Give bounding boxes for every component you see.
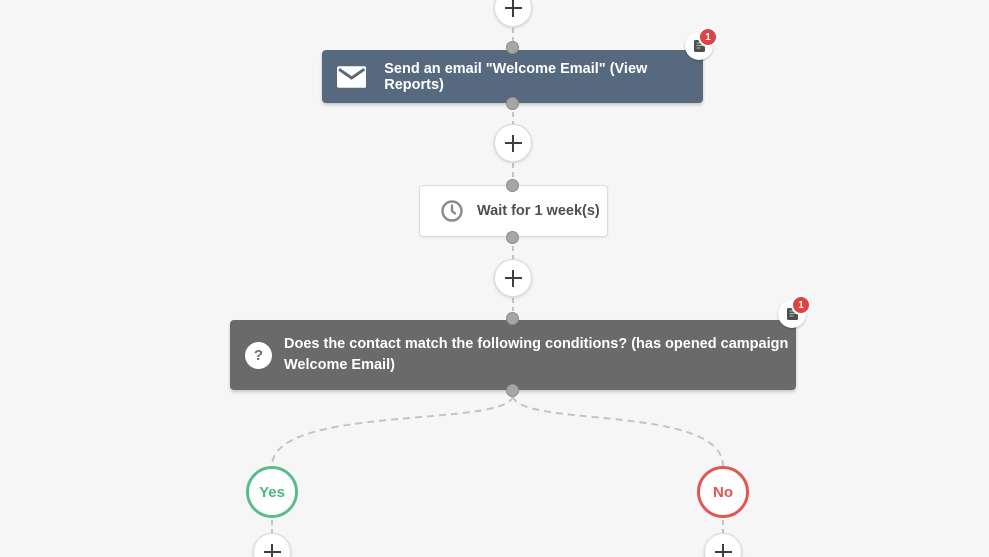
connector-dash: [512, 163, 514, 177]
branch-yes-circle: Yes: [246, 466, 298, 518]
condition-node-label: Does the contact match the following con…: [284, 336, 789, 373]
connector-dot: [506, 312, 519, 325]
connector-dash: [271, 520, 273, 533]
envelope-icon: [337, 65, 367, 88]
connector-dot: [506, 179, 519, 192]
connector-dash: [512, 298, 514, 311]
connector-dot: [506, 41, 519, 54]
add-step-button-no[interactable]: [704, 533, 742, 557]
plus-icon: [504, 134, 522, 152]
add-step-button-1[interactable]: [494, 124, 532, 162]
condition-node[interactable]: ? Does the contact match the following c…: [230, 320, 796, 390]
condition-node-badge-count[interactable]: 1: [791, 295, 811, 315]
connector-dash: [512, 246, 514, 260]
plus-icon: [714, 543, 732, 557]
clock-icon: [441, 200, 463, 222]
connector-dot: [506, 384, 519, 397]
plus-icon: [504, 269, 522, 287]
email-node-label: Send an email "Welcome Email" (View Repo…: [384, 60, 648, 93]
plus-icon: [504, 0, 522, 17]
connector-dash: [512, 112, 514, 126]
wait-node[interactable]: Wait for 1 week(s): [419, 185, 608, 237]
wait-node-label: Wait for 1 week(s): [477, 203, 600, 219]
connector-dot: [506, 231, 519, 244]
email-node[interactable]: Send an email "Welcome Email" (View Repo…: [322, 50, 703, 103]
email-node-badge-count[interactable]: 1: [698, 27, 718, 47]
connector-dash: [512, 28, 514, 41]
add-step-button-top[interactable]: [494, 0, 532, 27]
branch-no-circle: No: [697, 466, 749, 518]
plus-icon: [263, 543, 281, 557]
question-icon: ?: [245, 341, 272, 369]
connector-dash: [722, 520, 724, 533]
connector-dot: [506, 97, 519, 110]
add-step-button-yes[interactable]: [253, 533, 291, 557]
add-step-button-2[interactable]: [494, 259, 532, 297]
